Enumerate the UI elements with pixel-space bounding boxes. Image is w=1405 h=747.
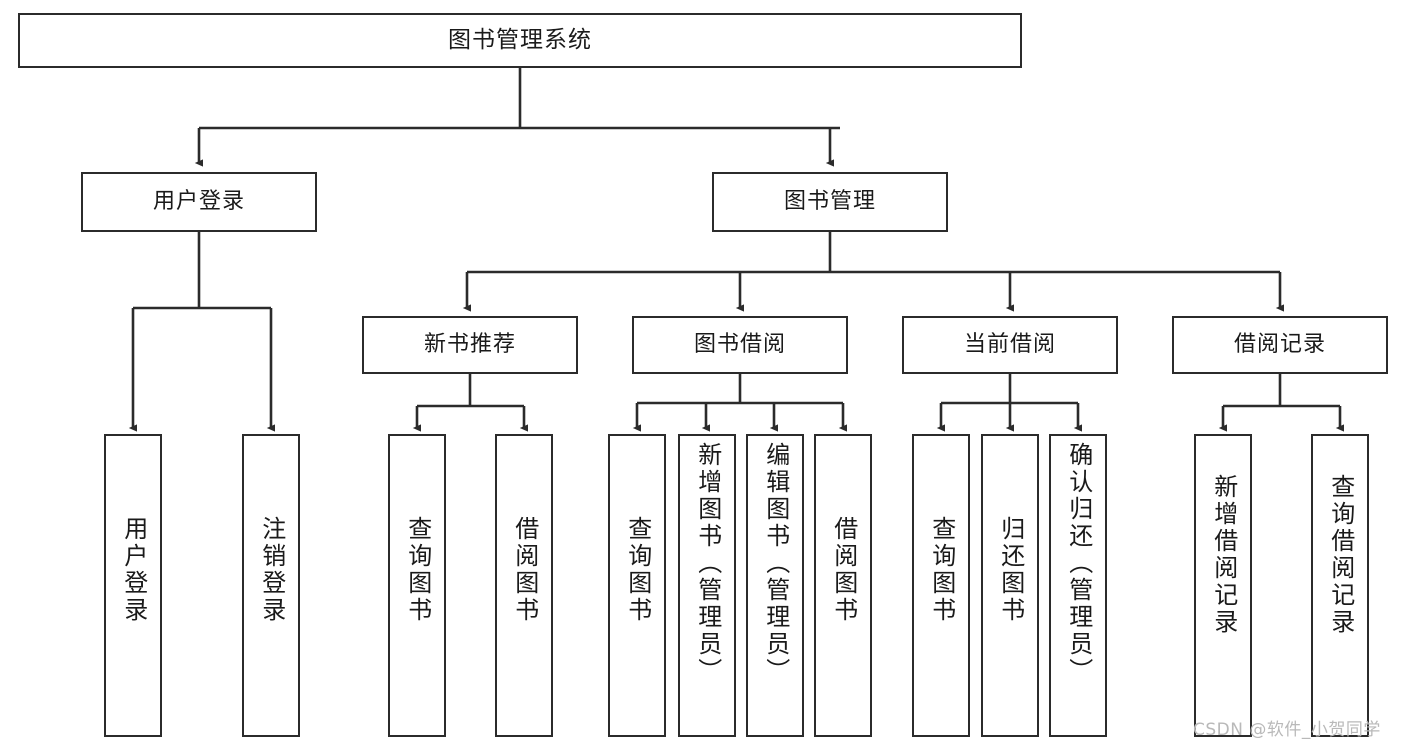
- leaf-current-borrow-return-books[interactable]: 归还图书: [981, 434, 1039, 737]
- node-label: 查询借阅记录: [1326, 474, 1355, 636]
- node-label: 图书借阅: [693, 331, 786, 357]
- node-new-book-recommendation[interactable]: 新书推荐: [362, 316, 578, 374]
- leaf-book-borrow-add-book-admin[interactable]: 新增图书（管理员）: [678, 434, 736, 737]
- node-label: 新书推荐: [423, 331, 516, 357]
- csdn-watermark: CSDN @软件_小贺同学: [1193, 720, 1381, 740]
- node-book-management[interactable]: 图书管理: [712, 172, 948, 232]
- leaf-current-borrow-query-books[interactable]: 查询图书: [912, 434, 970, 737]
- node-label: 编辑图书（管理员）: [761, 442, 790, 685]
- leaf-borrow-record-add-record[interactable]: 新增借阅记录: [1194, 434, 1252, 737]
- node-label: 注销登录: [257, 516, 286, 624]
- leaf-current-borrow-confirm-return-admin[interactable]: 确认归还（管理员）: [1049, 434, 1107, 737]
- node-label: 借阅记录: [1233, 331, 1326, 357]
- node-borrowing-record[interactable]: 借阅记录: [1172, 316, 1388, 374]
- leaf-new-book-borrow-books[interactable]: 借阅图书: [495, 434, 553, 737]
- node-label: 图书管理: [783, 188, 876, 214]
- node-root-book-management-system[interactable]: 图书管理系统: [18, 13, 1022, 68]
- node-label: 当前借阅: [963, 331, 1056, 357]
- node-label: 查询图书: [927, 516, 956, 624]
- leaf-borrow-record-query-record[interactable]: 查询借阅记录: [1311, 434, 1369, 737]
- node-label: 图书管理系统: [448, 27, 592, 54]
- node-user-login[interactable]: 用户登录: [81, 172, 317, 232]
- node-label: 查询图书: [403, 516, 432, 624]
- leaf-book-borrow-borrow-books[interactable]: 借阅图书: [814, 434, 872, 737]
- leaf-user-login-logout[interactable]: 注销登录: [242, 434, 300, 737]
- node-label: 查询图书: [623, 516, 652, 624]
- node-label: 用户登录: [152, 188, 245, 214]
- node-current-borrowing[interactable]: 当前借阅: [902, 316, 1118, 374]
- leaf-book-borrow-edit-book-admin[interactable]: 编辑图书（管理员）: [746, 434, 804, 737]
- node-label: 新增图书（管理员）: [693, 442, 722, 685]
- leaf-user-login-login[interactable]: 用户登录: [104, 434, 162, 737]
- node-label: 借阅图书: [829, 516, 858, 624]
- node-label: 用户登录: [119, 516, 148, 624]
- node-book-borrowing[interactable]: 图书借阅: [632, 316, 848, 374]
- node-label: 确认归还（管理员）: [1064, 442, 1093, 685]
- node-label: 新增借阅记录: [1209, 474, 1238, 636]
- node-label: 归还图书: [996, 516, 1025, 624]
- leaf-new-book-query-books[interactable]: 查询图书: [388, 434, 446, 737]
- leaf-book-borrow-query-books[interactable]: 查询图书: [608, 434, 666, 737]
- node-label: 借阅图书: [510, 516, 539, 624]
